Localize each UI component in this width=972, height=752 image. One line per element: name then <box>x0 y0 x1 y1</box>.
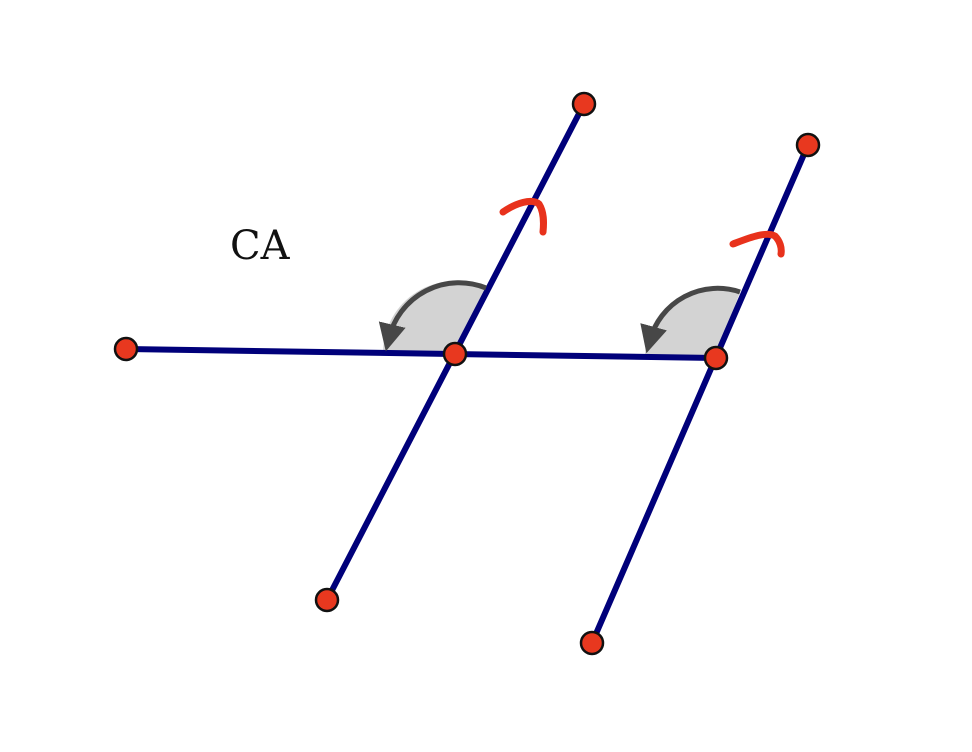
parallel-line-right <box>589 142 811 646</box>
angle-sector-left <box>383 280 486 354</box>
parallel-mark-left <box>499 197 547 236</box>
point-bottom-left[interactable] <box>314 587 340 613</box>
point-top-right[interactable] <box>795 132 821 158</box>
parallel-mark-right <box>729 230 785 258</box>
transversal-line <box>123 346 719 361</box>
angle-arrow-right <box>640 285 741 354</box>
label-ca: CA <box>230 223 291 269</box>
point-intersection-left[interactable] <box>442 341 468 367</box>
point-top-left[interactable] <box>571 91 597 117</box>
point-left-endpoint[interactable] <box>113 336 139 362</box>
point-intersection-right[interactable] <box>703 345 729 371</box>
angle-arrow-left <box>378 280 487 352</box>
point-bottom-right[interactable] <box>579 630 605 656</box>
